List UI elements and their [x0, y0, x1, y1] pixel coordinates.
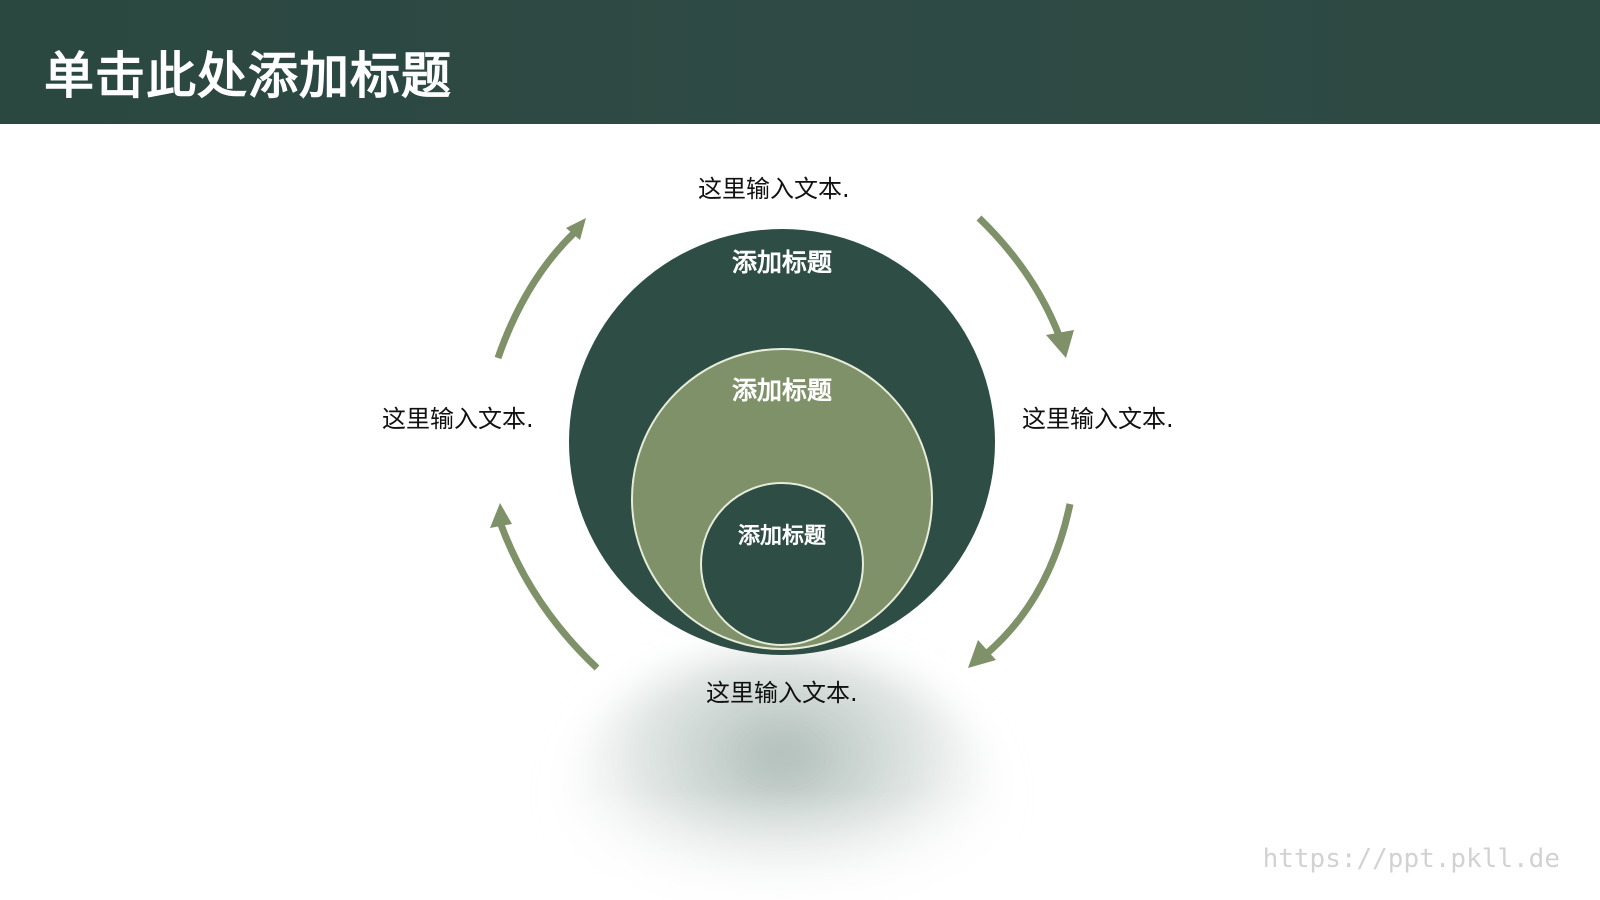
title-bar: 单击此处添加标题	[0, 0, 1600, 124]
slide-title[interactable]: 单击此处添加标题	[44, 47, 452, 105]
label-bottom[interactable]: 这里输入文本.	[706, 679, 858, 707]
inner-circle-title[interactable]: 添加标题	[737, 524, 827, 549]
arrow-bottom-right-icon	[968, 503, 1074, 668]
outer-circle-title[interactable]: 添加标题	[731, 248, 833, 277]
label-right[interactable]: 这里输入文本.	[1022, 405, 1174, 433]
arrow-top-right-icon	[976, 215, 1074, 358]
arrow-bottom-left-icon	[490, 503, 600, 671]
watermark: https://ppt.pkll.de	[1262, 844, 1560, 874]
label-top[interactable]: 这里输入文本.	[698, 175, 850, 203]
reflection-shadow	[540, 650, 1040, 900]
arrow-top-left-icon	[494, 218, 586, 360]
inner-circle[interactable]	[700, 482, 864, 646]
label-left[interactable]: 这里输入文本.	[382, 405, 534, 433]
middle-circle-title[interactable]: 添加标题	[731, 376, 833, 405]
